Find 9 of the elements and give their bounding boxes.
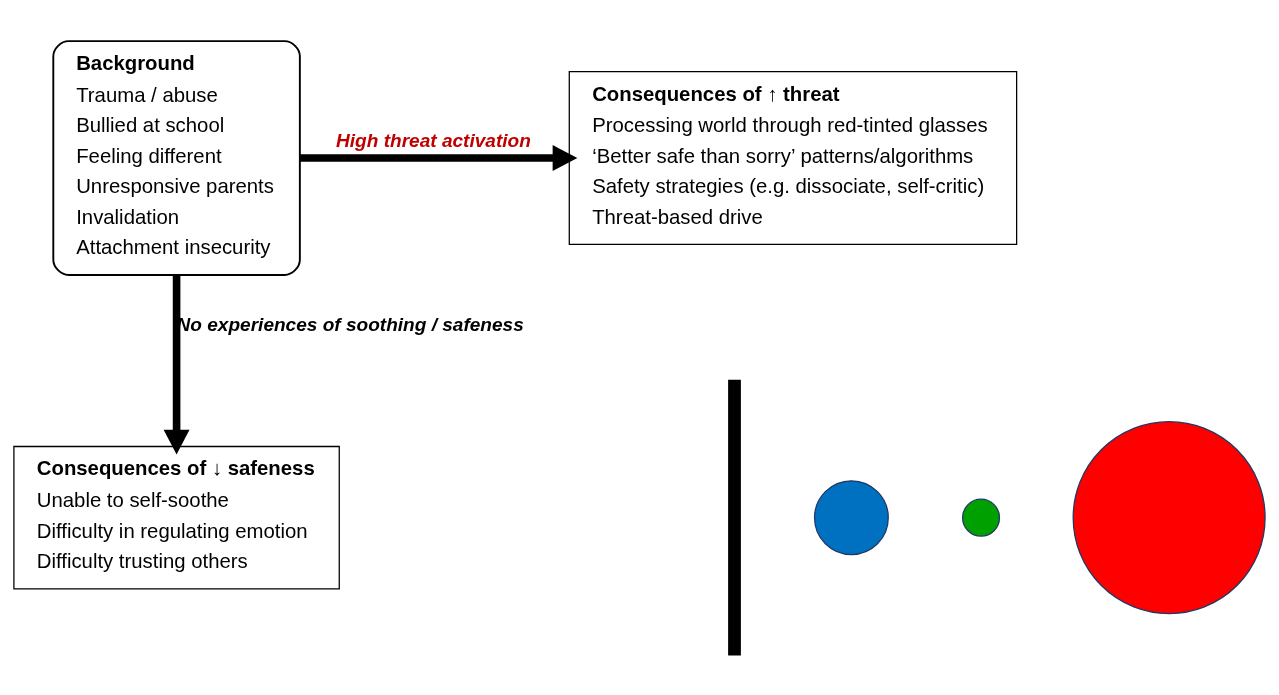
arrow — [163, 274, 190, 454]
node-box: Background Trauma / abuse Bullied at school Feeling different Unresponsive parents Invalidation Attachment insecurity — [52, 39, 301, 276]
node-box: Consequences of ↑ threat Processing world through red-tinted glasses ‘Better safe than sorry’ patterns/algorithms Safety strategies (e.g. dissociate, self-critic) Threat-based drive — [568, 70, 1018, 245]
node-bracket — [728, 379, 741, 656]
edge-label: High threat activation — [336, 129, 531, 151]
node-circle — [962, 498, 1001, 537]
node-box: Consequences of ↓ safeness Unable to self-soothe Difficulty in regulating emotion Difficulty trusting others — [13, 445, 340, 589]
node-circle — [813, 479, 889, 555]
node-circle — [1072, 420, 1266, 614]
